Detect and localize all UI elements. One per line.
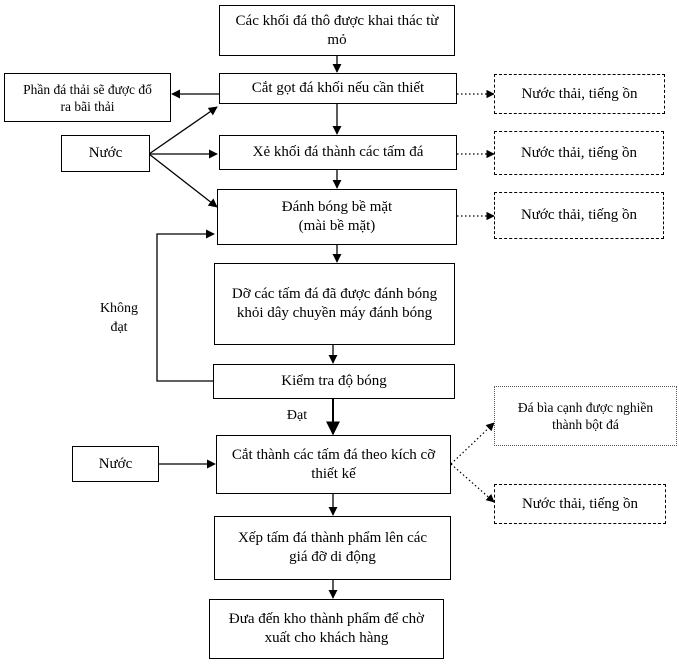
label-fail: Không đạt — [99, 301, 139, 335]
step-check-gloss: Kiểm tra độ bóng — [213, 364, 455, 399]
arrow-fail-loop — [156, 229, 215, 382]
step-raw-blocks: Các khối đá thô được khai thác từ mỏ — [219, 5, 455, 56]
output-edge-stone: Đá bìa cạnh được nghiền thành bột đá — [494, 386, 677, 446]
output-emission-4: Nước thải, tiếng ồn — [494, 484, 666, 524]
arrow-water1-s4 — [148, 153, 218, 208]
arrow-water1-s2 — [148, 106, 218, 155]
arrow-s7-edgestone — [450, 422, 495, 465]
step-unload-slabs: Dỡ các tấm đá đã được đánh bóng khỏi dây… — [214, 263, 455, 345]
step-polish-surface: Đánh bóng bề mặt (mài bề mặt) — [217, 189, 457, 245]
output-emission-1: Nước thải, tiếng ồn — [494, 74, 665, 114]
label-pass: Đạt — [286, 408, 308, 423]
output-emission-3: Nước thải, tiếng ồn — [494, 192, 664, 239]
step-stack-racks: Xếp tấm đá thành phẩm lên các giá đỡ di … — [214, 516, 451, 580]
arrow-s7-emission4 — [450, 463, 495, 503]
output-emission-2: Nước thải, tiếng ồn — [494, 131, 664, 175]
output-waste-rock: Phần đá thải sẽ được đổ ra bãi thải — [4, 73, 171, 122]
step-warehouse: Đưa đến kho thành phẩm để chờ xuất cho k… — [209, 599, 444, 659]
input-water-1: Nước — [61, 135, 150, 172]
input-water-2: Nước — [72, 446, 159, 482]
step-trim-blocks: Cắt gọt đá khối nếu cần thiết — [219, 73, 457, 104]
step-slice-blocks: Xẻ khối đá thành các tấm đá — [219, 135, 457, 170]
step-cut-to-size: Cắt thành các tấm đá theo kích cỡ thiết … — [216, 435, 451, 494]
